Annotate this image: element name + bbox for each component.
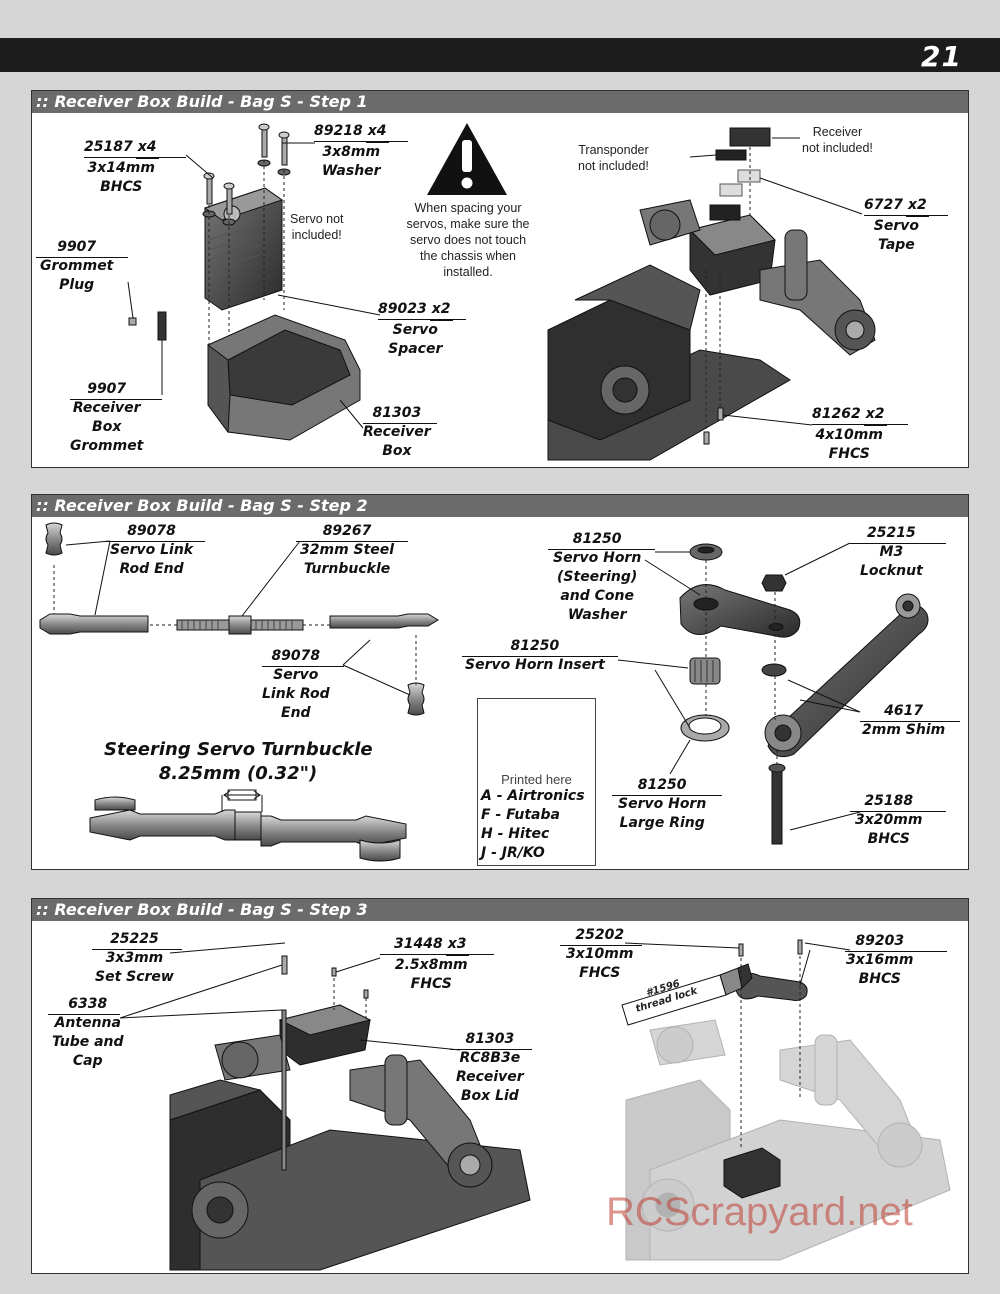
underline	[864, 215, 948, 216]
assembly-guide-lines-step3	[333, 978, 367, 1020]
assembly-guide-lines-step1-right	[705, 147, 751, 432]
underline	[70, 399, 162, 400]
underline	[378, 319, 466, 320]
underline	[314, 141, 408, 142]
step1-title: :: Receiver Box Build - Bag S - Step 1	[32, 91, 968, 113]
underline	[48, 1014, 120, 1015]
underline	[296, 541, 408, 542]
step2-title: :: Receiver Box Build - Bag S - Step 2	[32, 495, 968, 517]
step1-left-leaders	[127, 142, 381, 429]
legend-row: J - JR/KO	[481, 845, 545, 861]
printed-here-label: Printed here	[501, 772, 572, 787]
chassis-illustration-step3-right	[625, 1019, 951, 1261]
step3-right-guide-lines	[740, 956, 801, 1150]
underline	[92, 949, 182, 950]
servo-illustration	[203, 187, 284, 311]
underline	[845, 951, 947, 952]
warning-icon	[427, 123, 507, 195]
underline	[850, 811, 946, 812]
turnbuckle-assembled	[89, 789, 407, 862]
underline	[560, 945, 642, 946]
underline	[36, 257, 128, 258]
servo-horn-exploded	[679, 543, 929, 845]
page-number: 21	[921, 40, 962, 73]
underline	[812, 424, 908, 425]
underline	[462, 656, 618, 657]
underline	[450, 1049, 532, 1050]
screws-step1	[202, 123, 291, 226]
step3-left-leaders	[119, 942, 461, 1051]
step1-right-leaders	[689, 137, 863, 426]
underline	[548, 549, 655, 550]
underline	[262, 666, 344, 667]
turnbuckle-guide-lines	[53, 565, 417, 685]
servo-horn-step3	[723, 939, 811, 1199]
underline	[850, 543, 946, 544]
turnbuckle-exploded	[39, 522, 439, 716]
step3-title: :: Receiver Box Build - Bag S - Step 3	[32, 899, 968, 921]
underline	[84, 157, 186, 158]
part-4617: 4617 2mm Shim	[862, 703, 946, 738]
watermark: RCScrapyard.net	[606, 1190, 913, 1234]
step2-left-leaders	[65, 540, 411, 696]
underline	[105, 541, 205, 542]
underline	[363, 423, 437, 424]
receiver-box-illustration	[128, 311, 361, 441]
legend-row: H - Hitec	[481, 826, 550, 842]
step3-right-leaders	[624, 942, 851, 951]
servo-spline-legend: Printed here A - Airtronics F - Futaba H…	[477, 698, 596, 866]
underline	[860, 721, 960, 722]
chassis-illustration-step3-left	[169, 955, 531, 1271]
underline	[612, 795, 722, 796]
servo-horn-guide-lines	[705, 560, 778, 768]
chassis-illustration-step1	[547, 127, 876, 461]
part-81250-servo-horn-insert: 81250 Servo Horn Insert	[465, 638, 605, 673]
page-header-bar: 21	[0, 38, 1000, 73]
legend-row: F - Futaba	[481, 807, 560, 823]
step2-right-leaders	[617, 542, 861, 831]
legend-row: A - Airtronics	[481, 788, 585, 804]
underline	[380, 954, 494, 955]
